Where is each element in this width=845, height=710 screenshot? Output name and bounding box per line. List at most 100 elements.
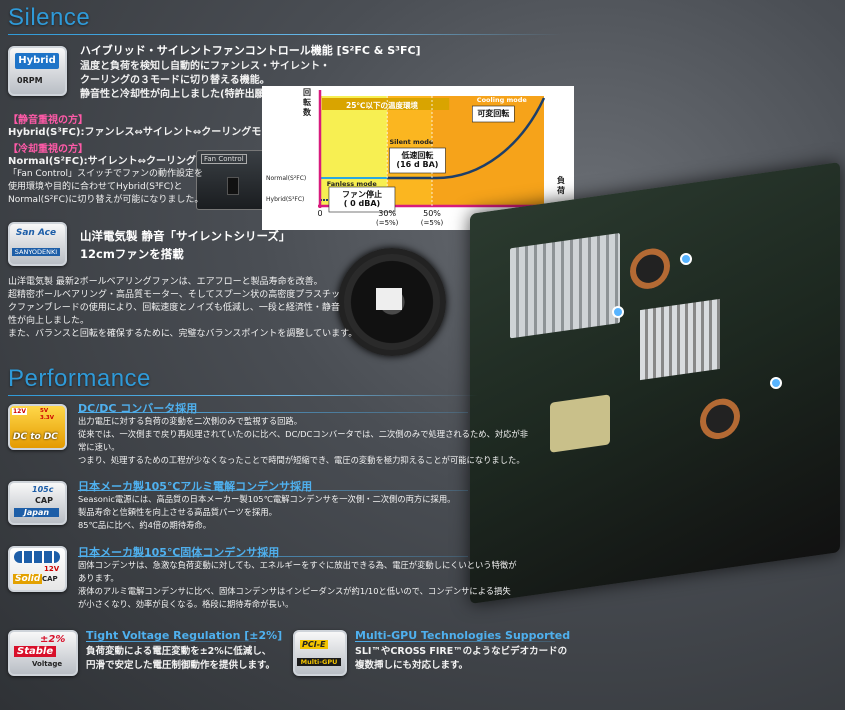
badge-text: Voltage (32, 660, 63, 668)
badge-text: Multi-GPU (297, 658, 341, 666)
series-label-normal: Normal(S²FC) (266, 175, 306, 182)
switch-desc: 「Fan Control」スイッチでファンの動作設定を 使用環境や目的に合わせて… (8, 168, 203, 207)
mode-block-quiet: 【静音重視の方】 Hybrid(S³FC):ファンレス⇔サイレント⇔クーリングモ… (8, 111, 281, 140)
switch-desc-line: 「Fan Control」スイッチでファンの動作設定を (8, 169, 203, 179)
fan-control-switch-image: Fan Control (196, 150, 268, 210)
badge-text: DC to DC (13, 432, 58, 442)
perf-heading: 日本メーカ製105℃アルミ電解コンデンサ採用 (78, 480, 313, 493)
badge-text: ±2% (40, 634, 66, 645)
silence-desc-line: 温度と負荷を検知し自動的にファンレス・サイレント・ (80, 61, 330, 72)
perf-desc-line: が小さくなり、効率が良くなる。格段に期待寿命が長い。 (78, 599, 294, 609)
perf-desc-line: 固体コンデンサは、急激な負荷変動に対しても、エネルギーをすぐに放出できる為、電圧… (78, 560, 517, 570)
hybrid-badge-main: Hybrid (15, 53, 59, 69)
perf-desc-line: 常に速い。 (78, 442, 120, 452)
callout-dot (680, 253, 692, 265)
perf-desc-line: 製品寿命と信頼性を向上させる高品質パーツを採用。 (78, 507, 277, 517)
x-tick-label: 30% (378, 209, 396, 218)
sanace-desc-line: クファンブレードの使用により、回転速度とノイズも低減し、一段と経済性・静音 (8, 303, 340, 313)
tight-desc-line: 円滑で安定した電圧制御動作を提供します。 (86, 660, 276, 671)
switch-icon (227, 177, 239, 195)
coil-image (630, 245, 670, 292)
multigpu-desc-line: SLI™やCROSS FIRE™のようなビデオカードの (355, 646, 568, 657)
series-label-hybrid: Hybrid(S³FC) (266, 196, 304, 203)
perf-desc-line: 従来では、一次側まで戻り再処理されていたのに比べ、DC/DCコンバータでは、二次… (78, 429, 529, 439)
badge-text: Stable (14, 646, 57, 657)
mode-text: Normal(S²FC):サイレント⇔クーリングモード (8, 156, 227, 167)
region-label-text: 低速回転 (400, 150, 433, 160)
multigpu-desc: SLI™やCROSS FIRE™のようなビデオカードの 複数挿しにも対応します。 (355, 645, 567, 673)
silence-heading: ハイブリッド・サイレントファンコントロール機能 [S²FC & S³FC] (80, 44, 421, 57)
multigpu-heading: Multi-GPU Technologies Supported (355, 629, 571, 642)
perf-desc-line: あります。 (78, 573, 119, 583)
hybrid-badge: Hybrid 0RPM (8, 46, 67, 96)
silence-desc: 温度と負荷を検知し自動的にファンレス・サイレント・ クーリングの３モードに切り替… (80, 60, 330, 102)
solid-cap-badge: 12V Solid CAP (8, 546, 67, 592)
perf-desc-line: 85℃品に比べ、約4倍の期待寿命。 (78, 520, 212, 530)
perf-heading: DC/DC コンバータ採用 (78, 402, 198, 415)
region-name-fanless: Fanless mode (327, 180, 378, 188)
badge-text: Japan (14, 508, 59, 517)
tight-desc: 負荷変動による電圧変動を±2%に低減し、 円滑で安定した電圧制御動作を提供します… (86, 645, 275, 673)
fan-control-label: Fan Control (201, 154, 247, 164)
coil-image (700, 396, 740, 442)
perf-desc: Seasonic電源には、高品質の日本メーカー製105℃電解コンデンサを一次側・… (78, 493, 455, 532)
mode-label: 【冷却重視の方】 (8, 144, 88, 155)
cap-japan-badge: 105c CAP Japan (8, 481, 67, 525)
y-axis-label: 回転数 (301, 88, 313, 118)
badge-text: CAP (35, 496, 53, 505)
perf-desc-line: 液体のアルミ電解コンデンサに比べ、固体コンデンサはインピーダンスが約1/10と低… (78, 586, 511, 596)
hybrid-badge-sub: 0RPM (17, 76, 43, 85)
psu-image (470, 161, 840, 605)
region-label-text: 可変回転 (477, 108, 509, 118)
section-rule (8, 34, 563, 35)
region-label-text: ( 0 dBA) (344, 199, 380, 208)
switch-desc-line: Normal(S²FC)に切り替えが可能になりました。 (8, 195, 204, 205)
callout-dot (770, 377, 782, 389)
sanace-desc-line: 性が向上しました。 (8, 316, 90, 326)
sanace-badge-top: San Ace (15, 228, 57, 238)
section-rule (8, 395, 478, 396)
section-title-silence: Silence (8, 4, 91, 31)
region-label-box: 可変回転 (472, 105, 515, 123)
callout-dot (612, 306, 624, 318)
mode-label: 【静音重視の方】 (8, 115, 88, 126)
heading-rule (355, 641, 555, 642)
x-tick-label: 0 (317, 209, 322, 218)
perf-heading: 日本メーカ製105℃固体コンデンサ採用 (78, 546, 280, 559)
badge-text: PCI-E (300, 640, 328, 649)
region-name-cooling: Cooling mode (477, 96, 528, 104)
x-tick-label: 50% (423, 209, 441, 218)
heading-rule (86, 641, 256, 642)
badge-text: 105c (32, 485, 54, 494)
chart-banner-bg (322, 98, 450, 110)
region-label-boxes: ファン停止( 0 dBA) 低速回転(16 d BA) 可変回転 (328, 105, 515, 213)
region-label-bg (328, 186, 396, 213)
sanace-heading-1: 山洋電気製 静音「サイレントシリーズ」 (80, 229, 291, 243)
heading-rule (78, 412, 468, 413)
multi-gpu-badge: PCI-E Multi-GPU (293, 630, 347, 676)
region-label-text: ファン停止 (342, 189, 382, 199)
switch-desc-line: 使用環境や目的に合わせてHybrid(S³FC)と (8, 182, 183, 192)
capacitor-icon (14, 551, 60, 563)
badge-text: CAP (42, 575, 58, 583)
heading-rule (78, 556, 468, 557)
sanace-desc-line: また、バランスと回転を確保するために、完璧なバランスポイントを調整しています。 (8, 329, 358, 339)
sanace-desc-line: 超精密ボールベアリング・高品質モーター、そしてスプーン状の高密度プラスチッ (8, 290, 341, 300)
perf-desc: 固体コンデンサは、急激な負荷変動に対しても、エネルギーをすぐに放出できる為、電圧… (78, 559, 517, 611)
badge-text: Solid (13, 574, 43, 584)
sanace-badge: San Ace SANYODENKI (8, 222, 67, 266)
sanace-desc: 山洋電気製 最新2ボールベアリングファンは、エアフローと製品寿命を改善。 超精密… (8, 276, 357, 341)
sanace-badge-bottom: SANYODENKI (12, 248, 60, 256)
transformer-image (550, 394, 610, 453)
mode-block-cool: 【冷却重視の方】 Normal(S²FC):サイレント⇔クーリングモード (8, 140, 226, 169)
fan-hub-label-icon (376, 288, 402, 310)
silence-desc-line: クーリングの３モードに切り替える機能。 (80, 75, 270, 86)
multigpu-desc-line: 複数挿しにも対応します。 (355, 660, 469, 671)
region-label-text: (16 d BA) (396, 160, 438, 169)
perf-desc-line: 出力電圧に対する負荷の変動を二次側のみで監視する回路。 (78, 416, 303, 426)
x-tick-note: (=5%) (376, 219, 399, 227)
heatsink-image (510, 232, 620, 339)
badge-text: 12V (12, 408, 27, 415)
tight-heading: Tight Voltage Regulation [±2%] (86, 629, 283, 642)
